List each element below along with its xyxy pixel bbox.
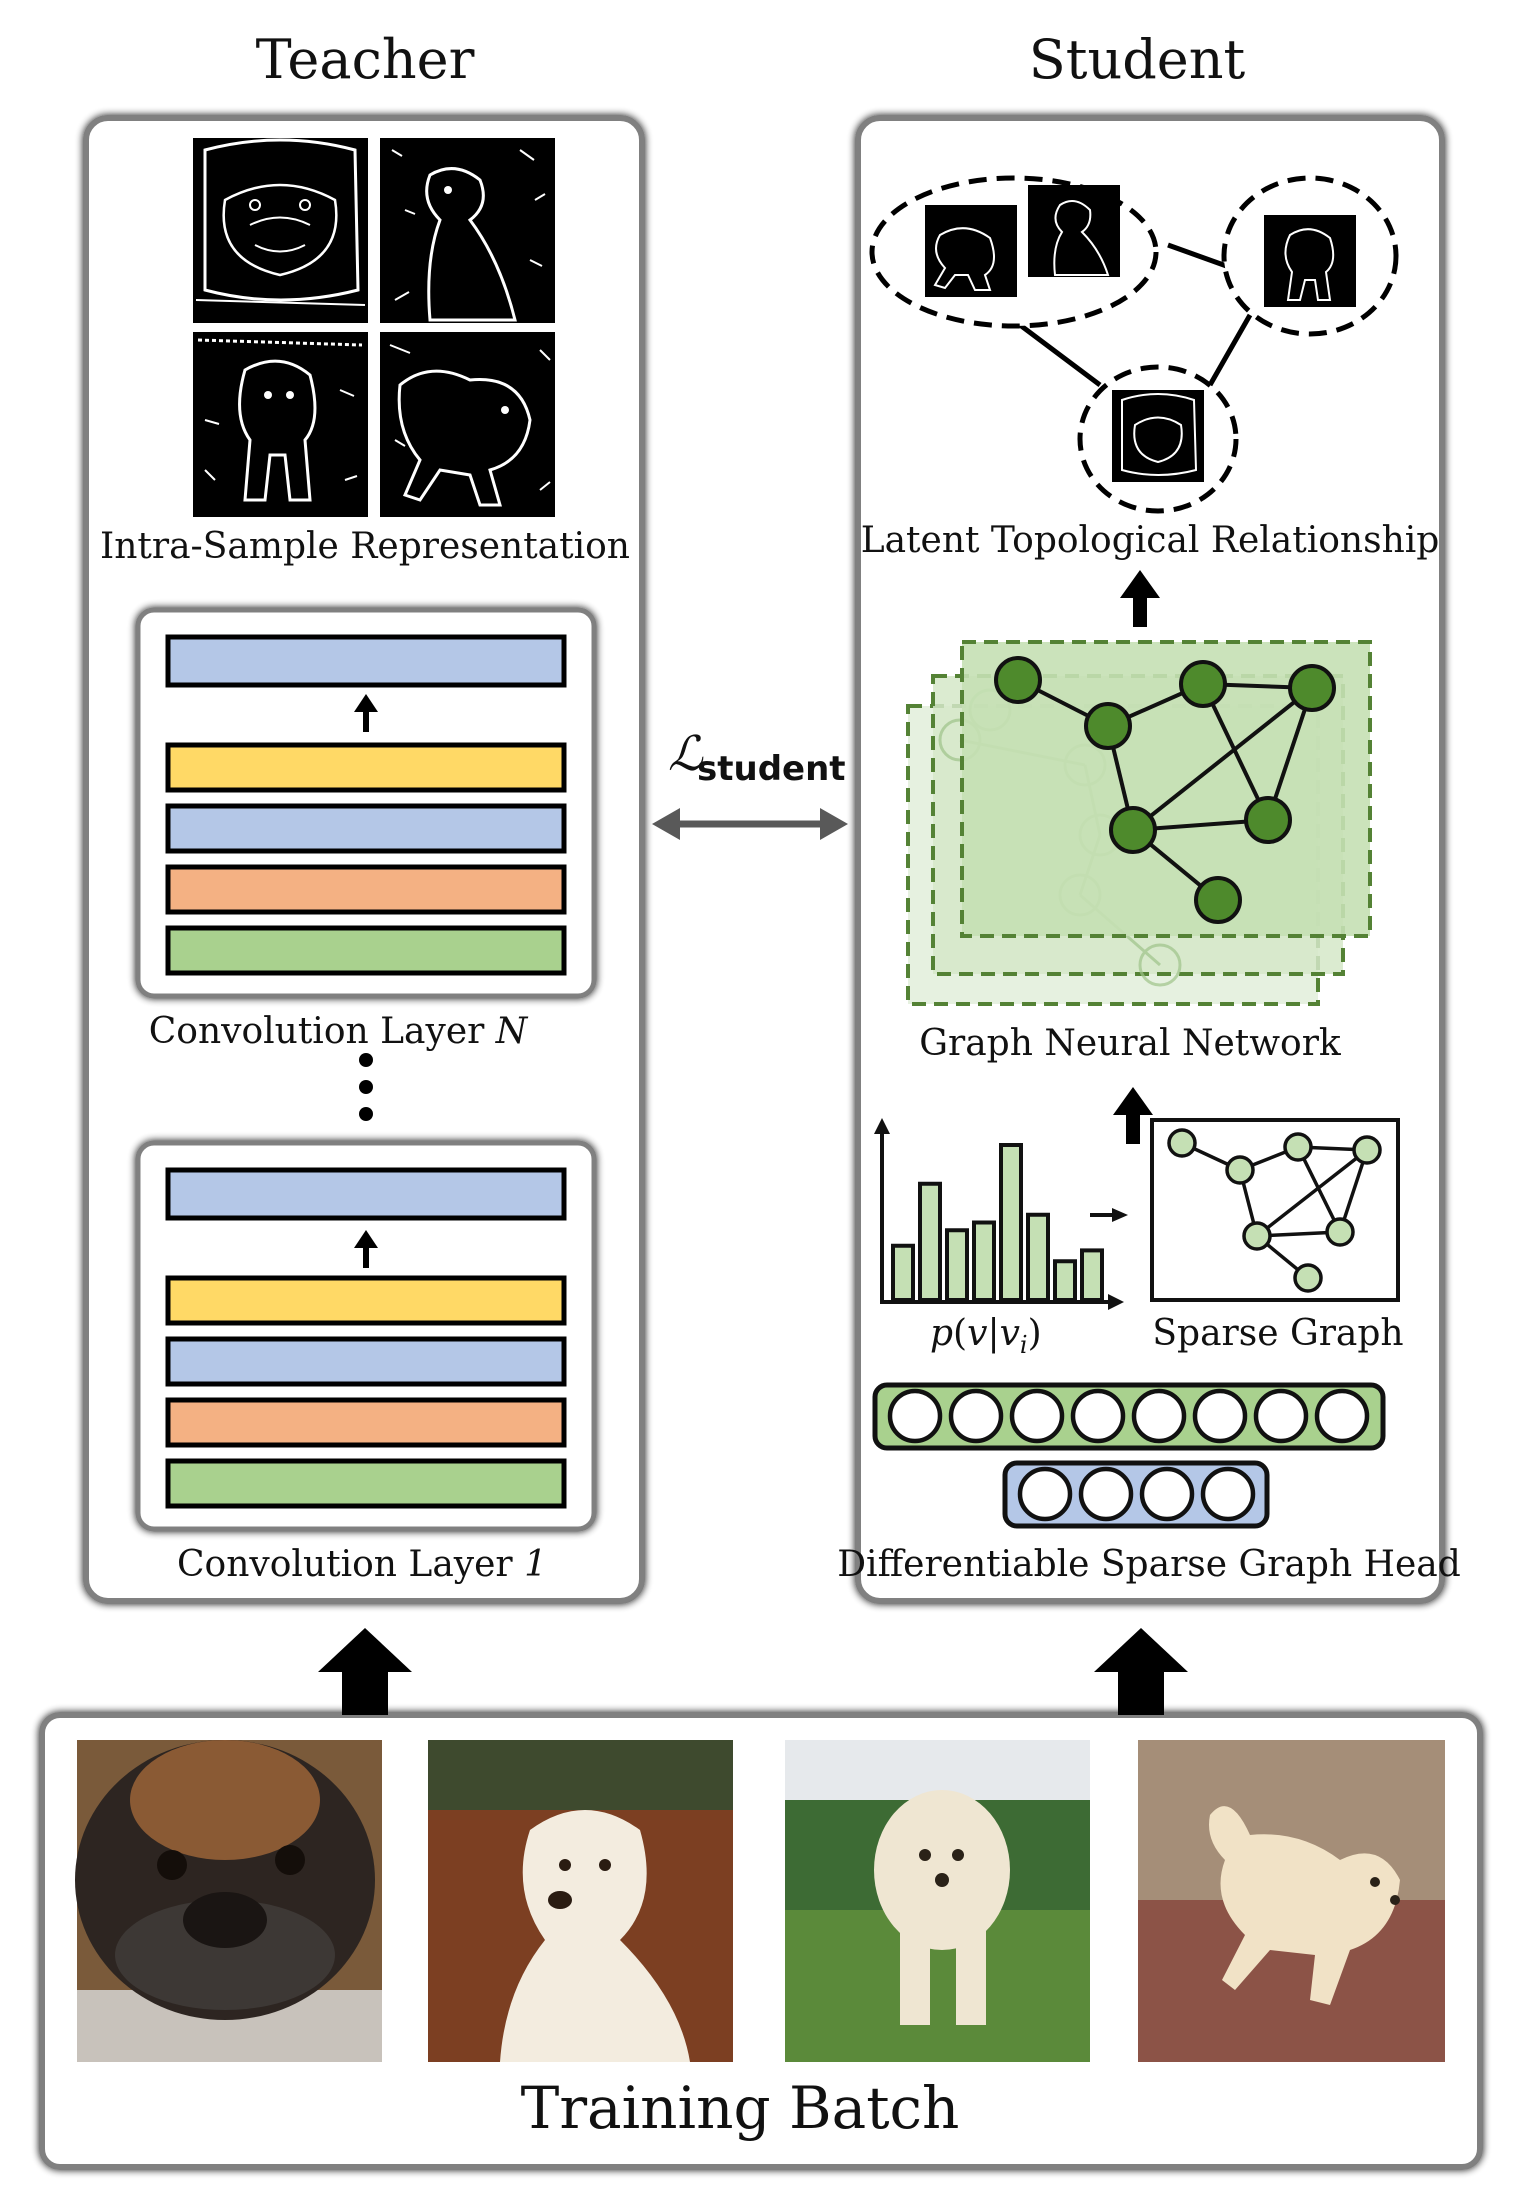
- green-vector-cells: [887, 1388, 1370, 1444]
- edge-map-puppy: [380, 332, 555, 517]
- head-green-vector: [872, 1382, 1386, 1451]
- intra-sample-caption: Intra-Sample Representation: [100, 526, 630, 567]
- sparse-graph-caption: Sparse Graph: [1152, 1313, 1403, 1354]
- sparse-node: [1225, 1155, 1255, 1185]
- gnn-node: [1194, 876, 1242, 924]
- vector-cell: [1017, 1466, 1073, 1522]
- arrow-hist-to-sparse: [1090, 1208, 1128, 1222]
- latent-caption: Latent Topological Relationship: [861, 520, 1440, 561]
- sparse-node: [1283, 1132, 1313, 1162]
- student-loss: ℒ student: [652, 726, 848, 840]
- conv-1-green-bar: [165, 1458, 567, 1509]
- conv-n-yellow-bar: [165, 742, 567, 793]
- histogram-bars: [891, 1143, 1104, 1303]
- photo-boxer: [75, 1740, 382, 2062]
- sparse-graph: [1150, 1118, 1400, 1302]
- arrow-head-to-gnn: [1113, 1087, 1153, 1144]
- edge-map-retriever: [380, 138, 555, 323]
- histogram-bar: [1026, 1212, 1050, 1302]
- conv-layer-n-caption: Convolution Layer N: [149, 1011, 529, 1052]
- vector-cell: [1314, 1388, 1370, 1444]
- conv-1-output-bar: [165, 1167, 567, 1221]
- conv-layer-1-index: 1: [524, 1544, 547, 1585]
- thumb-boxer: [1112, 390, 1204, 482]
- vector-cell: [1253, 1388, 1309, 1444]
- blue-vector-cells: [1017, 1466, 1256, 1522]
- conv-1-blue-bar: [165, 1336, 567, 1387]
- conv-n-blue-bar: [165, 803, 567, 854]
- photo-golden-retriever: [428, 1740, 733, 2062]
- vector-cell: [1070, 1388, 1126, 1444]
- vertical-ellipsis: [359, 1053, 373, 1121]
- conv-1-yellow-bar: [165, 1275, 567, 1326]
- gnn-node: [1288, 664, 1336, 712]
- gnn-caption: Graph Neural Network: [919, 1023, 1342, 1064]
- training-batch-caption: Training Batch: [521, 2074, 960, 2142]
- gnn-node: [1109, 806, 1157, 854]
- vector-cell: [1192, 1388, 1248, 1444]
- histogram-bar: [1080, 1248, 1104, 1303]
- sparse-node: [1167, 1128, 1197, 1158]
- photo-puppy: [1138, 1740, 1445, 2062]
- conv-n-output-bar: [165, 634, 567, 688]
- arrow-batch-to-student: [1094, 1628, 1188, 1715]
- histogram-bar: [1053, 1259, 1077, 1302]
- conv-n-green-bar: [165, 925, 567, 976]
- conv-layer-n-index: N: [495, 1011, 529, 1052]
- head-caption: Differentiable Sparse Graph Head: [837, 1544, 1461, 1585]
- student-heading: Student: [1029, 28, 1246, 91]
- sparse-node: [1325, 1217, 1355, 1247]
- vector-cell: [1009, 1388, 1065, 1444]
- histogram-bar: [918, 1181, 942, 1302]
- vector-cell: [1131, 1388, 1187, 1444]
- loss-subscript: student: [697, 749, 846, 789]
- intra-sample-edge-maps: [193, 138, 555, 517]
- conv-1-orange-bar: [165, 1397, 567, 1448]
- photo-poodle: [785, 1740, 1090, 2062]
- gnn-node: [994, 656, 1042, 704]
- vector-cell: [887, 1388, 943, 1444]
- sparse-node: [1242, 1221, 1272, 1251]
- gnn-node: [1179, 660, 1227, 708]
- loss-symbol: ℒ: [668, 726, 704, 782]
- conv-layer-n-block: [135, 607, 597, 999]
- gnn-node: [1084, 702, 1132, 750]
- probability-histogram: [874, 1118, 1124, 1310]
- thumb-puppy: [925, 205, 1017, 297]
- gnn-node: [1244, 796, 1292, 844]
- sparse-node: [1293, 1263, 1323, 1293]
- thumb-poodle: [1264, 215, 1356, 307]
- head-blue-vector: [1002, 1460, 1270, 1529]
- teacher-heading: Teacher: [256, 28, 475, 91]
- conv-layer-1-block: [135, 1140, 597, 1532]
- sparse-graph-head: [872, 1382, 1386, 1529]
- training-batch-panel: [39, 1712, 1483, 2170]
- arrow-batch-to-teacher: [318, 1628, 412, 1715]
- vector-cell: [1139, 1466, 1195, 1522]
- histogram-bar: [945, 1228, 969, 1302]
- latent-topology: [869, 175, 1399, 514]
- prob-label: p(v|vi): [930, 1313, 1042, 1359]
- edge-map-poodle: [193, 332, 368, 517]
- conv-n-orange-bar: [165, 864, 567, 915]
- graph-neural-network: [906, 640, 1372, 1006]
- histogram-bar: [999, 1143, 1023, 1302]
- vector-cell: [1200, 1466, 1256, 1522]
- edge-map-boxer: [193, 138, 368, 323]
- histogram-bar: [891, 1243, 915, 1302]
- vector-cell: [1078, 1466, 1134, 1522]
- vector-cell: [948, 1388, 1004, 1444]
- thumb-retriever: [1028, 185, 1120, 277]
- arrow-gnn-to-latent: [1120, 570, 1160, 627]
- sparse-node: [1352, 1135, 1382, 1165]
- conv-layer-1-caption: Convolution Layer 1: [177, 1544, 547, 1585]
- histogram-bar: [972, 1220, 996, 1302]
